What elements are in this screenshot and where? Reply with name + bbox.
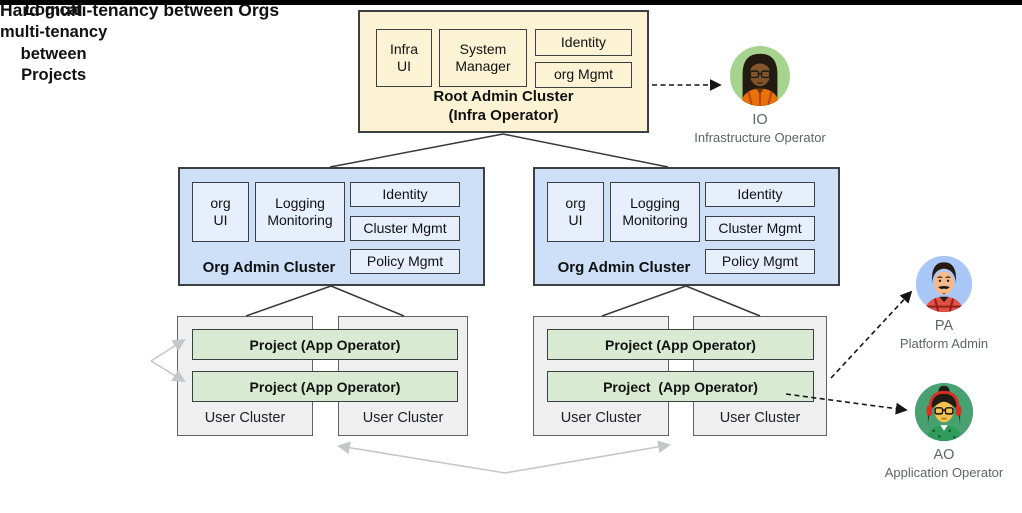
persona-ao: AO Application Operator (874, 382, 1014, 480)
org-admin-cluster-left: org UI Logging Monitoring Identity Clust… (178, 167, 485, 286)
io-avatar-icon (729, 45, 791, 107)
user-cluster-label: User Cluster (560, 410, 642, 426)
component-identity: Identity (350, 182, 460, 207)
component-cluster-mgmt: Cluster Mgmt (350, 216, 460, 241)
project-bar: Project (App Operator) (547, 371, 814, 402)
user-cluster-label: User Cluster (362, 410, 444, 426)
component-system-manager: System Manager (439, 29, 527, 87)
project-bar: Project (App Operator) (192, 329, 458, 360)
user-cluster-label: User Cluster (204, 410, 286, 426)
component-identity: Identity (535, 29, 632, 56)
annotation-hard-multitenancy: Hard multi-tenancy between Orgs (0, 0, 280, 20)
persona-acronym: AO (933, 447, 955, 463)
ao-avatar-icon (914, 382, 974, 442)
cluster-title: Org Admin Cluster (557, 258, 691, 276)
component-logging-monitoring: Logging Monitoring (610, 182, 700, 242)
cluster-title: Org Admin Cluster (202, 258, 336, 276)
persona-role: Application Operator (884, 465, 1004, 480)
persona-pa: PA Platform Admin (874, 255, 1014, 351)
component-policy-mgmt: Policy Mgmt (350, 249, 460, 274)
orgs-span-arrow (337, 440, 671, 474)
persona-role: Infrastructure Operator (694, 130, 826, 145)
pa-avatar-icon (915, 255, 973, 313)
user-cluster-group-left: User Cluster User Cluster Project (App O… (177, 316, 468, 436)
component-cluster-mgmt: Cluster Mgmt (705, 216, 815, 241)
component-identity: Identity (705, 182, 815, 207)
annotation-logical-multitenancy: Logical multi-tenancy between Projects (0, 1, 108, 85)
root-admin-cluster: Infra UI System Manager Identity org Mgm… (358, 10, 649, 133)
user-cluster-label: User Cluster (719, 410, 801, 426)
component-org-ui: org UI (192, 182, 249, 242)
component-policy-mgmt: Policy Mgmt (705, 249, 815, 274)
top-border (0, 0, 1022, 5)
persona-acronym: IO (752, 112, 768, 128)
user-cluster-group-right: User Cluster User Cluster Project (App O… (533, 316, 827, 436)
org-admin-cluster-right: org UI Logging Monitoring Identity Clust… (533, 167, 840, 286)
project-bar: Project (App Operator) (192, 371, 458, 402)
cluster-title: Root Admin Cluster (Infra Operator) (433, 87, 574, 124)
persona-acronym: PA (934, 318, 954, 334)
component-org-mgmt: org Mgmt (535, 62, 632, 88)
component-org-ui: org UI (547, 182, 604, 242)
persona-io: IO Infrastructure Operator (690, 45, 830, 145)
project-bar: Project (App Operator) (547, 329, 814, 360)
persona-role: Platform Admin (899, 336, 989, 351)
component-logging-monitoring: Logging Monitoring (255, 182, 345, 242)
component-infra-ui: Infra UI (376, 29, 432, 87)
